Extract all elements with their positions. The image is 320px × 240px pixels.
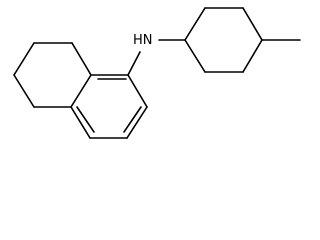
tetrahydronaphthalene-aromatic-ring — [70, 42, 148, 139]
tetrahydronaphthalene-saturated-ring — [13, 42, 73, 108]
bond — [242, 39, 263, 73]
bond — [13, 74, 35, 108]
bond — [70, 106, 91, 139]
bond — [123, 106, 142, 133]
bond — [76, 106, 95, 133]
bond — [71, 42, 92, 76]
chemical-structure-diagram: HN — [13, 7, 301, 139]
amine-linkage: HN — [127, 33, 186, 76]
bond — [242, 7, 263, 41]
methylcyclohexyl-ring — [184, 7, 301, 73]
bond — [70, 74, 92, 108]
bond — [184, 7, 206, 41]
bond — [127, 51, 141, 76]
bond — [127, 74, 148, 108]
bond — [126, 106, 148, 139]
nh-label: HN — [133, 33, 153, 48]
bond — [184, 39, 206, 73]
bond — [13, 42, 35, 76]
